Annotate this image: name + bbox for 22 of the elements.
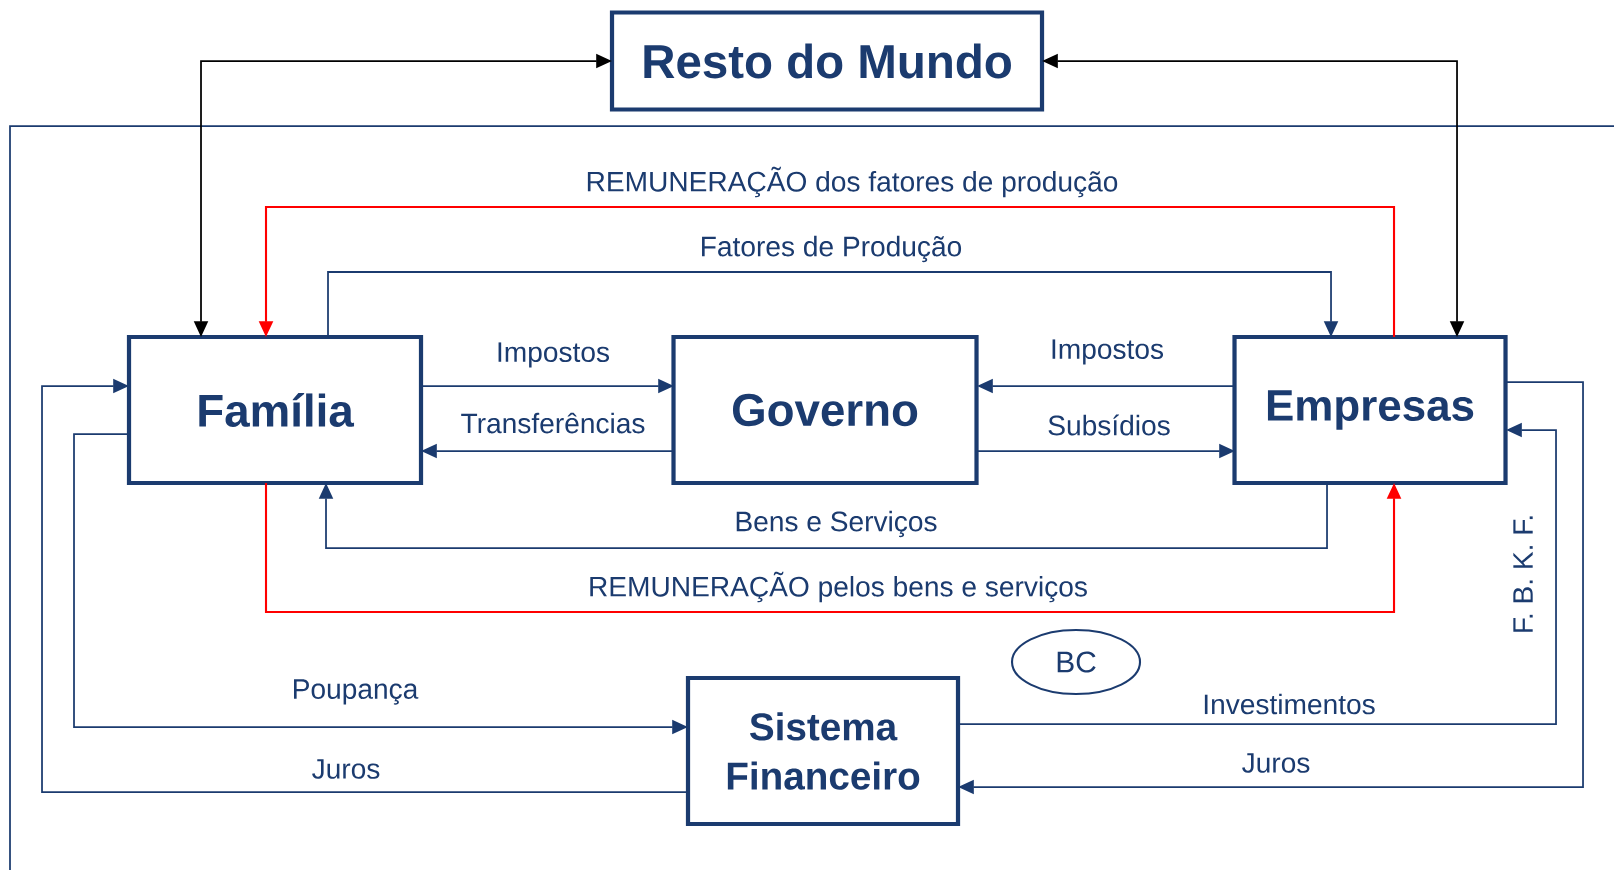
edge-label: Impostos xyxy=(494,340,612,370)
process-box: Resto do Mundo xyxy=(609,10,1045,112)
edge-label: Juros xyxy=(309,757,383,781)
arrow xyxy=(41,378,689,793)
edge-label: Transferências xyxy=(458,410,648,436)
edge-label: Bens e Serviços xyxy=(732,509,940,539)
edge-label: REMUNERAÇÃO dos fatores de produção xyxy=(583,164,1121,200)
ellipse-node: BC xyxy=(1010,628,1142,696)
edge-label: Juros xyxy=(1239,751,1313,775)
edge-label: Subsídios xyxy=(1045,412,1173,438)
axis-label: F. B. K. F. xyxy=(1513,516,1533,632)
edge-label: Fatores de Produção xyxy=(697,234,965,264)
edge-label: Investimentos xyxy=(1200,691,1378,717)
edge-label: REMUNERAÇÃO pelos bens e serviços xyxy=(586,569,1090,605)
process-box: Sistema Financeiro xyxy=(685,675,961,827)
arrow xyxy=(327,271,1339,338)
process-box: Empresas xyxy=(1232,334,1508,486)
edge-label: Poupança xyxy=(289,677,421,707)
edge-label: Impostos xyxy=(1048,337,1166,367)
process-box: Família xyxy=(126,334,424,486)
process-box: Governo xyxy=(671,334,979,486)
arrow xyxy=(318,482,1328,549)
